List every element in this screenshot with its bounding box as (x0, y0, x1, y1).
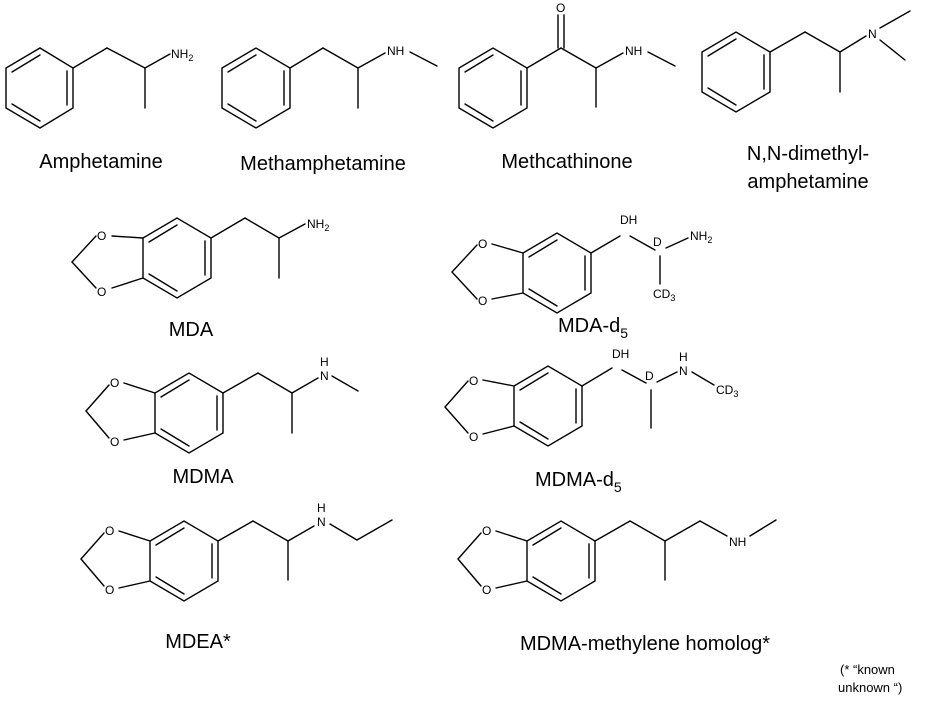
compound-name-mda: MDA (169, 319, 214, 341)
atom-symbol: NH (171, 47, 188, 61)
atom-subscript: 2 (324, 223, 329, 233)
amine-label: NH2 (171, 47, 193, 63)
compound-name-mdma-d5-subscript: 5 (614, 479, 622, 495)
trideuteromethyl-label: CD3 (653, 287, 675, 303)
compound-name-mdma-d5: MDMA-d5 (535, 469, 622, 495)
compound-name-mdma-methylene-homolog: MDMA-methylene homolog* (520, 633, 770, 655)
mdma-methylene-homolog-structure: O O NH (457, 519, 777, 602)
compound-name-dimethylamphetamine-line2: amphetamine (747, 171, 868, 193)
deuterium-label: DH (612, 347, 629, 361)
amine-label: NH (625, 44, 642, 58)
compound-name-mda-d5-main: MDA-d (558, 315, 620, 337)
oxygen-label: O (105, 583, 114, 597)
compound-name-methamphetamine: Methamphetamine (240, 153, 406, 175)
amine-label: NH2 (307, 217, 329, 233)
atom-symbol: NH (690, 229, 707, 243)
dimethylamphetamine-structure: N (701, 10, 911, 113)
footnote-line1: (* “known (840, 662, 895, 677)
atom-subscript: 2 (188, 53, 193, 63)
oxygen-label: O (469, 374, 478, 388)
compound-name-mdea: MDEA* (165, 631, 231, 653)
amine-label: NH (729, 535, 746, 549)
mda-structure: O O NH2 (71, 217, 329, 299)
amine-hydrogen: H (317, 501, 326, 515)
amine-nitrogen: N (320, 369, 329, 383)
amine-hydrogen: H (320, 355, 329, 369)
oxygen-label: O (110, 435, 119, 449)
oxygen-label: O (469, 430, 478, 444)
atom-symbol: CD (653, 287, 671, 301)
oxygen-label: O (97, 229, 106, 243)
amine-label: NH2 (690, 229, 712, 245)
mda-d5-structure: O O DH D NH2 CD3 (451, 213, 712, 314)
amine-hydrogen: H (679, 350, 688, 364)
amine-label: N (868, 27, 877, 41)
oxygen-label: O (478, 237, 487, 251)
atom-subscript: 3 (733, 389, 738, 399)
compound-name-mdma: MDMA (172, 466, 234, 488)
compound-name-amphetamine: Amphetamine (39, 151, 162, 173)
compound-name-dimethylamphetamine-line1: N,N-dimethyl- (747, 143, 869, 165)
trideuteromethyl-label: CD3 (716, 383, 738, 399)
carbonyl-oxygen-label: O (556, 1, 565, 15)
atom-symbol: NH (307, 217, 324, 231)
oxygen-label: O (97, 285, 106, 299)
compound-name-mda-d5-subscript: 5 (620, 325, 628, 341)
oxygen-label: O (478, 294, 487, 308)
compound-name-mdma-d5-main: MDMA-d (535, 469, 614, 491)
footnote-line2: unknown “) (838, 680, 902, 695)
oxygen-label: O (105, 524, 114, 538)
deuterium-label: D (653, 235, 662, 249)
oxygen-label: O (482, 524, 491, 538)
amine-label: NH (387, 44, 404, 58)
atom-subscript: 2 (707, 235, 712, 245)
atom-symbol: CD (716, 383, 734, 397)
amphetamine-structure: NH2 (5, 47, 193, 129)
deuterium-label: D (645, 369, 654, 383)
compound-name-mda-d5: MDA-d5 (558, 315, 628, 341)
amine-nitrogen: N (317, 515, 326, 529)
amine-nitrogen: N (679, 364, 688, 378)
atom-subscript: 3 (670, 293, 675, 303)
methamphetamine-structure: NH (221, 44, 438, 129)
compound-name-methcathinone: Methcathinone (501, 151, 632, 173)
deuterium-label: DH (620, 213, 637, 227)
oxygen-label: O (482, 583, 491, 597)
methcathinone-structure: O NH (458, 1, 676, 129)
oxygen-label: O (110, 376, 119, 390)
